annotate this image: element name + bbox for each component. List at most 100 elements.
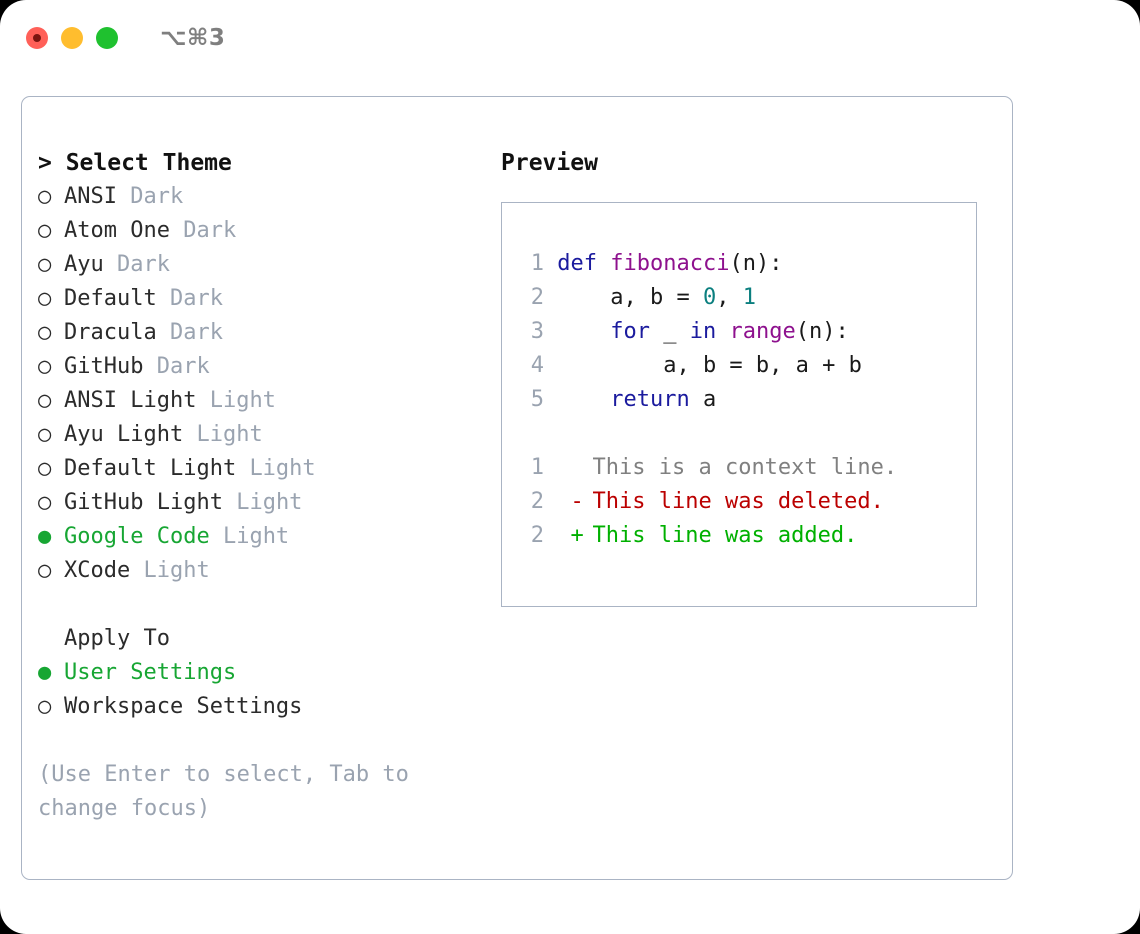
diff-sign: - <box>570 489 584 514</box>
code-line-number: 1 <box>530 251 544 276</box>
diff-line-number: 2 <box>530 523 544 548</box>
theme-option-tag: Light <box>222 524 290 549</box>
theme-option-ansi-light[interactable]: ○ANSI Light Light <box>38 384 468 418</box>
code-token: a, b = <box>557 285 703 310</box>
diff-line: 2 +This line was added. <box>516 519 897 553</box>
radio-unselected-icon: ○ <box>38 252 52 277</box>
radio-selected-icon: ● <box>38 524 52 549</box>
theme-option-google-code[interactable]: ● Google Code Light <box>38 520 468 554</box>
code-line: 4 a, b = b, a + b <box>516 349 897 383</box>
apply-to-header: Apply To <box>38 622 468 656</box>
code-line-number: 4 <box>530 353 544 378</box>
diff-text: This line was added. <box>592 523 858 548</box>
close-window-icon[interactable] <box>26 27 48 49</box>
theme-option-tag: Light <box>196 422 263 447</box>
theme-option-default-light[interactable]: ○Default Light Light <box>38 452 468 486</box>
hint-spacer <box>38 724 468 758</box>
code-token: range <box>729 319 796 344</box>
theme-option-tag: Light <box>209 388 276 413</box>
theme-option-label: Google Code <box>64 524 210 549</box>
apply-to-list: ● User Settings ○Workspace Settings <box>38 656 468 724</box>
theme-option-ayu-light[interactable]: ○Ayu Light Light <box>38 418 468 452</box>
theme-option-label: GitHub Light <box>64 490 223 515</box>
radio-unselected-icon: ○ <box>38 286 52 311</box>
radio-unselected-icon: ○ <box>38 490 52 515</box>
theme-option-github[interactable]: ○GitHub Dark <box>38 350 468 384</box>
label-tag-gap <box>130 558 143 583</box>
theme-option-tag: Dark <box>117 252 170 277</box>
radio-selected-icon: ● <box>38 660 52 685</box>
theme-option-label: Default <box>64 286 157 311</box>
code-line-number: 3 <box>530 319 544 344</box>
main-panel: > Select Theme ○ANSI Dark○Atom One Dark○… <box>21 96 1013 880</box>
radio-unselected-icon: ○ <box>38 558 52 583</box>
code-token: for <box>610 319 650 344</box>
code-token <box>597 251 610 276</box>
code-blank-line <box>516 417 897 451</box>
keyboard-hint: (Use Enter to select, Tab to change focu… <box>38 762 409 821</box>
label-tag-gap <box>143 354 156 379</box>
theme-option-tag: Light <box>249 456 316 481</box>
code-line: 1 def fibonacci(n): <box>516 247 897 281</box>
maximize-window-icon[interactable] <box>96 27 118 49</box>
code-token <box>557 319 610 344</box>
theme-list-header: > Select Theme <box>38 150 232 176</box>
preview-column: Preview 1 def fibonacci(n):2 a, b = 0, 1… <box>501 146 991 607</box>
radio-unselected-icon: ○ <box>38 354 52 379</box>
theme-selection-column: > Select Theme ○ANSI Dark○Atom One Dark○… <box>38 146 468 826</box>
label-tag-gap <box>170 218 183 243</box>
theme-list: ○ANSI Dark○Atom One Dark○Ayu Dark○Defaul… <box>38 180 468 588</box>
code-token <box>557 387 610 412</box>
label-tag-gap <box>157 320 170 345</box>
theme-option-ansi[interactable]: ○ANSI Dark <box>38 180 468 214</box>
apply-to-option-user-settings[interactable]: ● User Settings <box>38 656 468 690</box>
gutter-gap <box>544 489 571 514</box>
gutter-gap <box>544 455 571 480</box>
gutter-gap <box>544 353 557 378</box>
code-token <box>716 319 729 344</box>
theme-option-ayu[interactable]: ○Ayu Dark <box>38 248 468 282</box>
label-tag-gap <box>157 286 170 311</box>
theme-option-tag: Dark <box>156 354 210 379</box>
theme-option-label: ANSI <box>64 184 117 209</box>
theme-option-atom-one[interactable]: ○Atom One Dark <box>38 214 468 248</box>
code-line: 5 return a <box>516 383 897 417</box>
title-bar: ⌥⌘3 <box>0 0 1140 76</box>
radio-unselected-icon: ○ <box>38 184 52 209</box>
theme-option-label: ANSI Light <box>64 388 197 413</box>
theme-option-dracula[interactable]: ○Dracula Dark <box>38 316 468 350</box>
apply-to-option-workspace-settings[interactable]: ○Workspace Settings <box>38 690 468 724</box>
code-token: (n): <box>795 319 849 344</box>
theme-option-github-light[interactable]: ○ GitHub Light Light <box>38 486 468 520</box>
theme-option-label: XCode <box>64 558 131 583</box>
theme-option-tag: Light <box>143 558 210 583</box>
radio-unselected-icon: ○ <box>38 218 52 243</box>
diff-line-number: 2 <box>530 489 544 514</box>
theme-option-default[interactable]: ○Default Dark <box>38 282 468 316</box>
code-line-number: 5 <box>530 387 544 412</box>
theme-option-tag: Dark <box>169 320 223 345</box>
diff-sign <box>571 451 593 485</box>
gutter-gap <box>544 319 557 344</box>
radio-unselected-icon: ○ <box>38 320 52 345</box>
list-spacer <box>38 588 468 622</box>
theme-option-tag: Light <box>236 490 303 515</box>
apply-to-option-label: User Settings <box>64 660 237 685</box>
code-line-number: 2 <box>530 285 544 310</box>
label-tag-gap <box>210 524 223 549</box>
code-token: _ <box>649 319 690 344</box>
apply-to-header-label: Apply To <box>64 626 170 651</box>
gutter-gap <box>544 387 557 412</box>
code-token: return <box>610 387 690 412</box>
apply-to-header-indent <box>38 622 64 656</box>
diff-line: 1 This is a context line. <box>516 451 897 485</box>
diff-line: 2 -This line was deleted. <box>516 485 897 519</box>
radio-unselected-icon: ○ <box>38 456 52 481</box>
code-token: fibonacci <box>610 251 730 276</box>
theme-option-xcode[interactable]: ○ XCode Light <box>38 554 468 588</box>
minimize-window-icon[interactable] <box>61 27 83 49</box>
gutter-gap <box>544 251 557 276</box>
code-token: in <box>689 319 717 344</box>
